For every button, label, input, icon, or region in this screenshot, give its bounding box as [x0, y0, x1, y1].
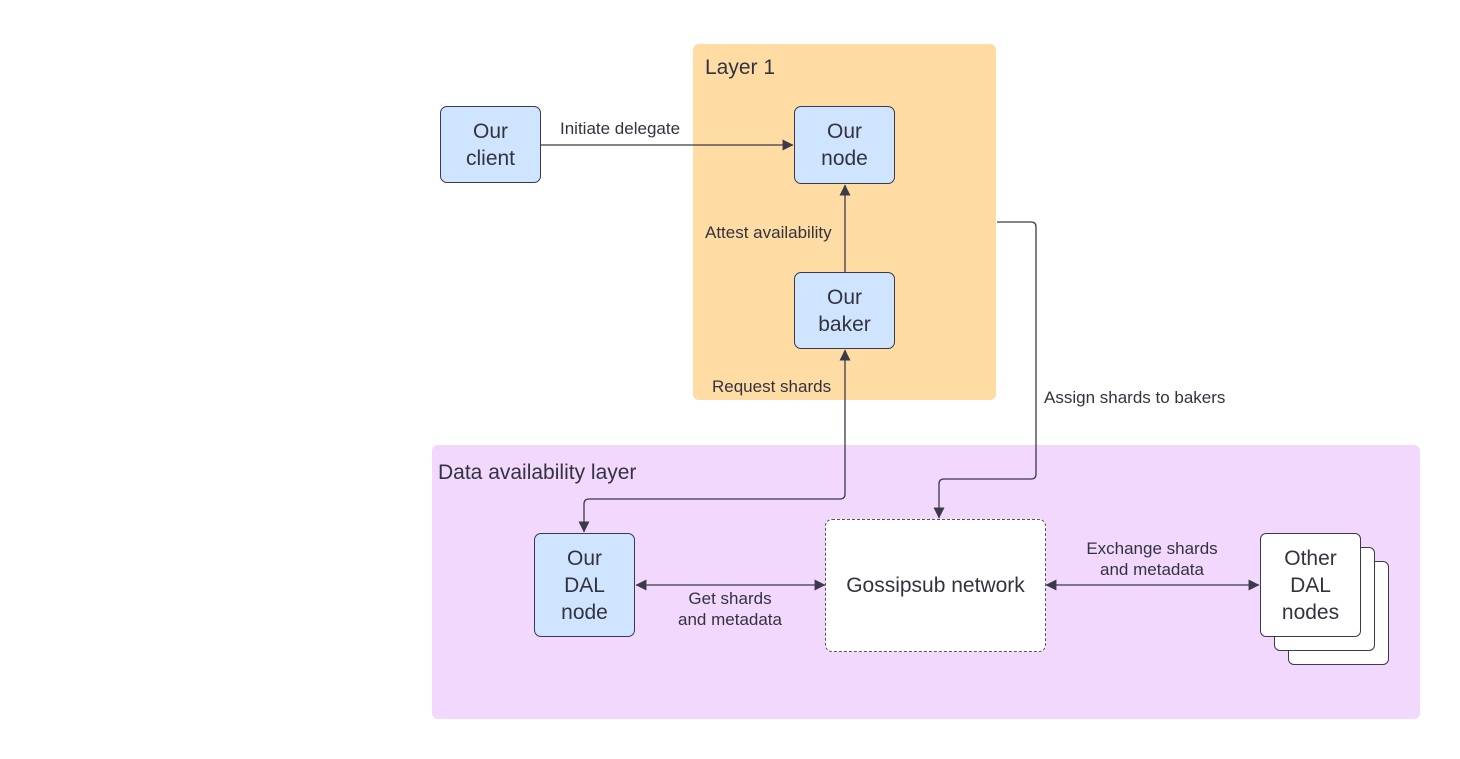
our-node: Our node: [794, 106, 895, 184]
other-dal-nodes: Other DAL nodes: [1260, 533, 1361, 637]
exchange-shards-line1: Exchange shards: [1086, 539, 1218, 558]
edge-assign-shards: [933, 221, 1037, 519]
other-dal-line1: Other: [1284, 546, 1337, 570]
attest-availability-label: Attest availability: [705, 223, 832, 242]
our-dal-node: Our DAL node: [534, 533, 635, 637]
exchange-shards-label: Exchange shards and metadata: [1077, 538, 1227, 580]
layer1-title: Layer 1: [705, 56, 776, 79]
request-shards-label: Request shards: [712, 377, 832, 396]
our-baker-line2: baker: [818, 312, 871, 336]
our-client-line2: client: [465, 146, 516, 170]
our-baker-node: Our baker: [794, 272, 895, 349]
get-shards-line2: and metadata: [678, 610, 782, 629]
our-client-node: Our client: [440, 106, 541, 183]
gossipsub-network-node: Gossipsub network: [825, 519, 1046, 652]
our-baker-line1: Our: [826, 285, 862, 309]
gossipsub-label: Gossipsub network: [846, 573, 1025, 597]
our-dal-line1: Our: [566, 546, 602, 570]
our-client-line1: Our: [472, 119, 508, 143]
our-dal-line3: node: [561, 600, 608, 624]
get-shards-line1: Get shards: [688, 589, 772, 608]
assign-shards-label: Assign shards to bakers: [1044, 388, 1226, 407]
initiate-delegate-label: Initiate delegate: [560, 119, 681, 138]
our-dal-line2: DAL: [564, 573, 605, 597]
get-shards-label: Get shards and metadata: [668, 588, 792, 630]
our-node-line2: node: [821, 147, 868, 170]
edge-request-shards: [578, 349, 851, 533]
our-node-line1: Our: [826, 120, 862, 143]
other-dal-line2: DAL: [1290, 573, 1331, 597]
exchange-shards-line2: and metadata: [1100, 560, 1204, 579]
other-dal-line3: nodes: [1281, 600, 1340, 624]
